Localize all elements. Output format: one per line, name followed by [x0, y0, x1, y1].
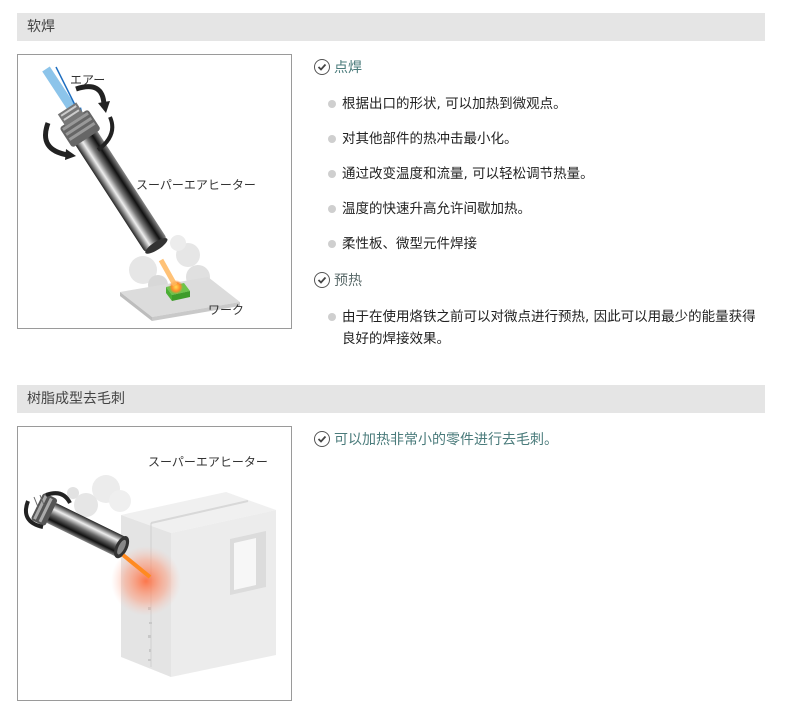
list-item: 对其他部件的热冲击最小化。	[326, 128, 764, 150]
preheat-heading: 预热	[314, 269, 764, 291]
soldering-content: 点焊 根据出口的形状, 可以加热到微观点。 对其他部件的热冲击最小化。 通过改变…	[314, 56, 764, 363]
section-header-soldering: 软焊	[17, 13, 765, 41]
deburring-content: 可以加热非常小的零件进行去毛刺。	[314, 428, 764, 450]
list-item: 由于在使用烙铁之前可以对微点进行预热, 因此可以用最少的能量获得良好的焊接效果。	[326, 306, 764, 350]
deburring-illustration: スーパーエアヒーター	[17, 426, 292, 701]
preheat-title: 预热	[334, 273, 362, 289]
air-label: エアー	[70, 73, 106, 87]
spot-soldering-heading: 点焊	[314, 56, 764, 78]
list-item: 柔性板、微型元件焊接	[326, 233, 764, 255]
deburring-title: 可以加热非常小的零件进行去毛刺。	[334, 432, 558, 448]
spot-soldering-list: 根据出口的形状, 可以加热到微观点。 对其他部件的热冲击最小化。 通过改变温度和…	[326, 93, 764, 255]
deburring-heading: 可以加热非常小的零件进行去毛刺。	[314, 428, 764, 450]
list-item: 通过改变温度和流量, 可以轻松调节热量。	[326, 163, 764, 185]
section-header-resin-deburring: 树脂成型去毛刺	[17, 385, 765, 413]
heater-label: スーパーエアヒーター	[136, 178, 256, 192]
spot-soldering-title: 点焊	[334, 60, 362, 76]
air-heater-deburring-diagram	[23, 475, 276, 677]
check-circle-icon	[314, 59, 330, 75]
check-circle-icon	[314, 431, 330, 447]
work-label: ワーク	[208, 303, 245, 317]
soldering-illustration: エアー スーパーエアヒーター ワーク	[17, 54, 292, 329]
list-item: 根据出口的形状, 可以加热到微观点。	[326, 93, 764, 115]
list-item: 温度的快速升高允许间歇加热。	[326, 198, 764, 220]
heater-label: スーパーエアヒーター	[148, 455, 268, 469]
check-circle-icon	[314, 272, 330, 288]
air-heater-soldering-diagram	[42, 66, 240, 321]
preheat-list: 由于在使用烙铁之前可以对微点进行预热, 因此可以用最少的能量获得良好的焊接效果。	[326, 306, 764, 350]
